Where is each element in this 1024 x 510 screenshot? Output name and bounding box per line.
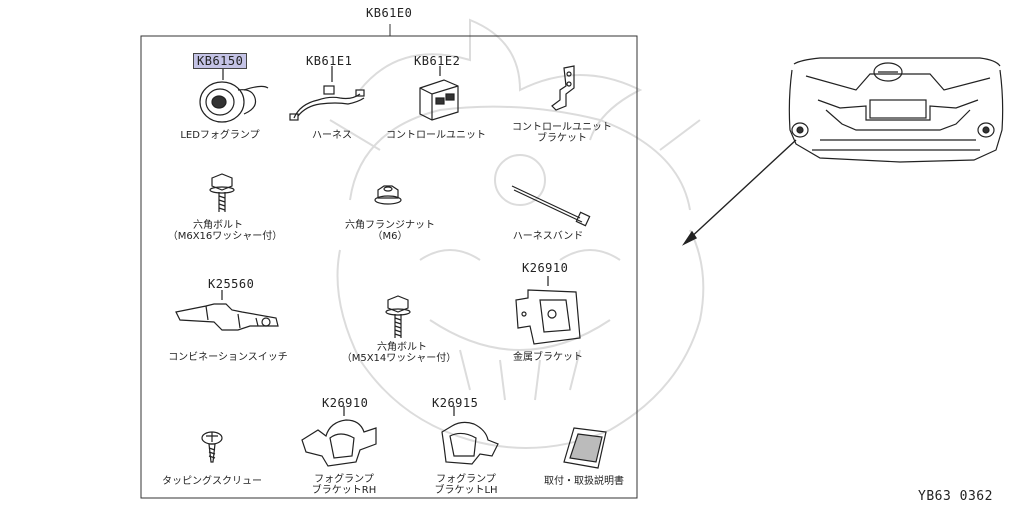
part-code-harness: KB61E1 xyxy=(306,54,353,68)
part-name-control-unit-bracket-1: コントロールユニット xyxy=(512,122,612,133)
control-unit-part xyxy=(419,66,459,121)
figure-id: YB63 0362 xyxy=(918,489,993,504)
harness-band-part xyxy=(511,185,591,227)
location-arrow xyxy=(681,139,797,246)
kit-frame xyxy=(140,35,638,499)
instruction-manual-part xyxy=(563,427,607,469)
part-name-flange-nut-1: 六角フランジナット xyxy=(345,220,435,231)
vehicle-front-view xyxy=(788,57,1004,163)
watermark-emblem xyxy=(329,18,705,449)
part-name-fog-bracket-rh-1: フォグランプ xyxy=(314,474,374,485)
hex-bolt-m6-part xyxy=(209,173,235,212)
part-name-led-fog-lamp: LEDフォグランプ xyxy=(180,130,260,141)
fog-lamp-bracket-lh-part xyxy=(441,406,499,465)
part-name-hex-bolt-m5-1: 六角ボルト xyxy=(377,342,427,353)
part-name-instruction-manual: 取付・取扱説明書 xyxy=(544,476,624,487)
part-name-hex-bolt-m6-1: 六角ボルト xyxy=(193,220,243,231)
part-name-flange-nut-2: （M6） xyxy=(372,231,408,242)
part-name-metal-bracket: 金属ブラケット xyxy=(513,352,583,363)
part-name-hex-bolt-m6-2: （M6X16ワッシャー付） xyxy=(167,231,283,242)
part-name-fog-bracket-rh-2: ブラケットRH xyxy=(311,485,377,496)
control-unit-bracket-part xyxy=(551,65,575,111)
fog-lamp-bracket-rh-part xyxy=(301,406,377,467)
part-name-combination-switch: コンビネーションスイッチ xyxy=(168,352,288,363)
part-name-hex-bolt-m5-2: （M5X14ワッシャー付） xyxy=(341,353,457,364)
flange-nut-part xyxy=(374,185,402,205)
metal-bracket-part xyxy=(515,276,581,345)
part-code-metal-bracket: K26910 xyxy=(522,261,569,275)
part-name-control-unit-bracket-2: ブラケット xyxy=(537,133,587,144)
part-code-led-fog-lamp[interactable]: KB6150 xyxy=(193,53,248,69)
kit-code: KB61E0 xyxy=(366,6,413,20)
tapping-screw-part xyxy=(201,431,223,463)
part-name-control-unit: コントロールユニット xyxy=(386,130,486,141)
led-fog-lamp-part xyxy=(199,66,269,123)
part-name-tapping-screw: タッピングスクリュー xyxy=(162,476,262,487)
part-name-harness-band: ハーネスバンド xyxy=(512,231,584,242)
harness-part xyxy=(289,66,365,121)
part-name-fog-bracket-lh-1: フォグランプ xyxy=(436,474,496,485)
part-code-control-unit: KB61E2 xyxy=(414,54,461,68)
part-name-fog-bracket-lh-2: ブラケットLH xyxy=(434,485,498,496)
hex-bolt-m5-part xyxy=(385,295,411,338)
part-name-harness: ハーネス xyxy=(312,130,352,141)
combination-switch-part xyxy=(175,290,279,331)
part-code-fog-bracket-lh: K26915 xyxy=(432,396,479,410)
part-code-fog-bracket-rh: K26910 xyxy=(322,396,369,410)
part-code-combination-switch: K25560 xyxy=(208,277,255,291)
